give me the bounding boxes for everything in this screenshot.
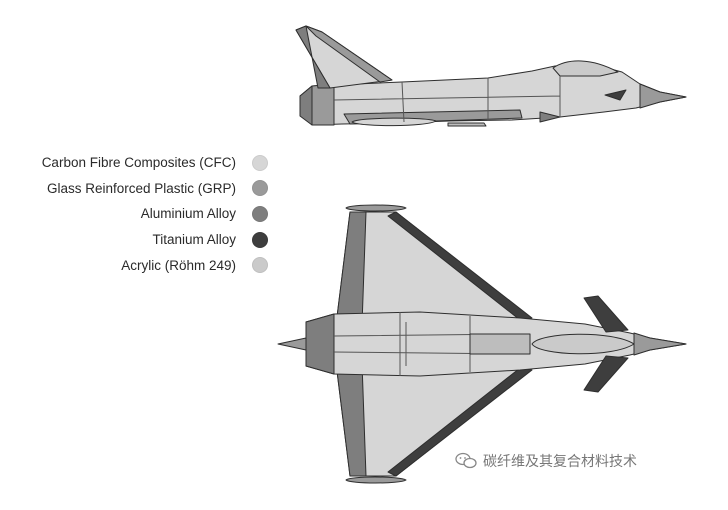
legend-swatch: [252, 205, 268, 222]
side-drop-tank: [351, 117, 437, 127]
chat-bubble-icon: [455, 452, 477, 469]
legend-swatch: [252, 257, 268, 274]
legend-item-titanium: Titanium Alloy: [18, 227, 268, 253]
side-exhaust: [299, 85, 313, 126]
legend-item-aluminium: Aluminium Alloy: [18, 201, 268, 227]
legend-label: Carbon Fibre Composites (CFC): [41, 155, 236, 171]
legend-swatch: [252, 231, 268, 248]
side-radome: [639, 83, 687, 109]
material-legend: Carbon Fibre Composites (CFC) Glass Rein…: [18, 150, 268, 278]
top-jet-nozzle: [277, 337, 307, 351]
legend-item-cfc: Carbon Fibre Composites (CFC): [18, 150, 268, 176]
legend-label: Titanium Alloy: [152, 232, 236, 248]
side-missile: [447, 122, 487, 127]
side-intake: [539, 111, 561, 123]
side-fin-leading-edge: [305, 25, 393, 83]
legend-label: Aluminium Alloy: [140, 206, 236, 222]
side-fin-rudder: [295, 25, 331, 89]
legend-label: Acrylic (Röhm 249): [121, 257, 236, 273]
watermark: 碳纤维及其复合材料技术: [455, 451, 637, 471]
side-canopy: [552, 60, 619, 77]
legend-item-acrylic: Acrylic (Röhm 249): [18, 252, 268, 278]
top-wing-upper-elevon: [335, 211, 367, 326]
top-view-aircraft: [277, 204, 687, 484]
legend-swatch: [252, 154, 268, 171]
side-view-aircraft: [295, 25, 687, 127]
top-canard-upper: [583, 295, 629, 333]
top-wingtip-pod-lower: [345, 476, 407, 484]
legend-swatch: [252, 180, 268, 197]
top-panel-lines: [333, 312, 521, 376]
legend-label: Glass Reinforced Plastic (GRP): [46, 180, 236, 196]
side-canard: [604, 89, 627, 101]
side-panel-lines: [333, 76, 561, 123]
top-engine-exhaust: [305, 313, 335, 375]
top-wing-lower-elevon: [335, 362, 367, 477]
top-radome: [633, 332, 687, 356]
top-canard-lower: [583, 355, 629, 393]
legend-item-grp: Glass Reinforced Plastic (GRP): [18, 176, 268, 202]
top-dorsal-spine: [469, 333, 531, 355]
watermark-text: 碳纤维及其复合材料技术: [483, 454, 637, 470]
top-wingtip-pod-upper: [345, 204, 407, 212]
side-rear-band: [311, 83, 335, 126]
